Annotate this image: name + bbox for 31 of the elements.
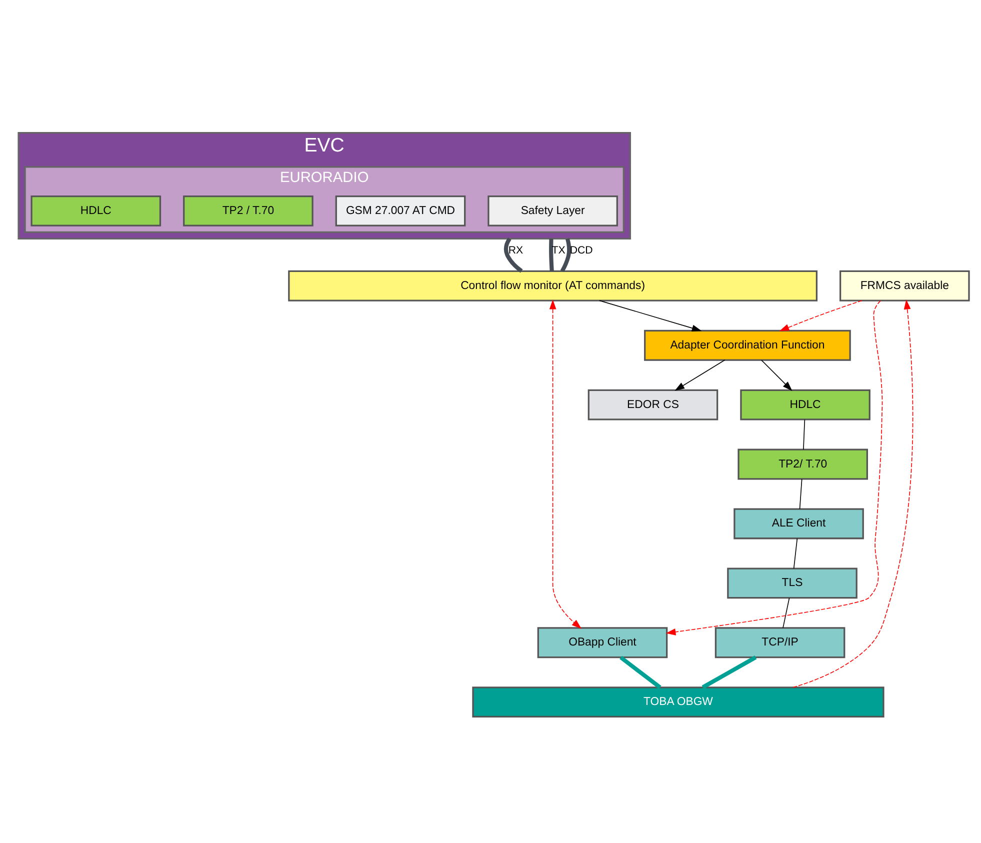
arrow [674, 360, 726, 391]
node-box: OBapp Client [537, 627, 668, 658]
connector [803, 419, 806, 450]
arrow [792, 300, 914, 688]
node-box: TLS [727, 568, 858, 599]
arrow [779, 300, 862, 332]
node-box: Control flow monitor (AT commands) [288, 270, 818, 302]
node-box: Adapter Coordination Function [644, 330, 851, 361]
connector [799, 478, 802, 510]
node-box: Safety Layer [488, 195, 618, 226]
connector [549, 238, 554, 272]
arrow [666, 300, 883, 636]
node-box: TOBA OBGW [472, 686, 884, 718]
node-box: ALE Client [734, 508, 864, 540]
arrow [549, 300, 582, 629]
connector [620, 656, 662, 690]
connector [793, 538, 798, 569]
node-box: TCP/IP [714, 627, 846, 658]
node-box: TP2 / T.70 [183, 195, 314, 226]
connector [560, 238, 572, 272]
node-box: FRMCS available [840, 270, 970, 302]
edge-label: RX [508, 244, 524, 257]
arrow [599, 300, 702, 332]
node-box: TP2/ T.70 [738, 448, 868, 480]
node-box: EDOR CS [588, 389, 718, 420]
node-box: HDLC [30, 195, 162, 226]
node-box: GSM 27.007 AT CMD [335, 195, 466, 226]
arrow [761, 360, 792, 391]
node-box: HDLC [740, 389, 870, 420]
connector [702, 656, 757, 690]
connector [782, 598, 790, 628]
